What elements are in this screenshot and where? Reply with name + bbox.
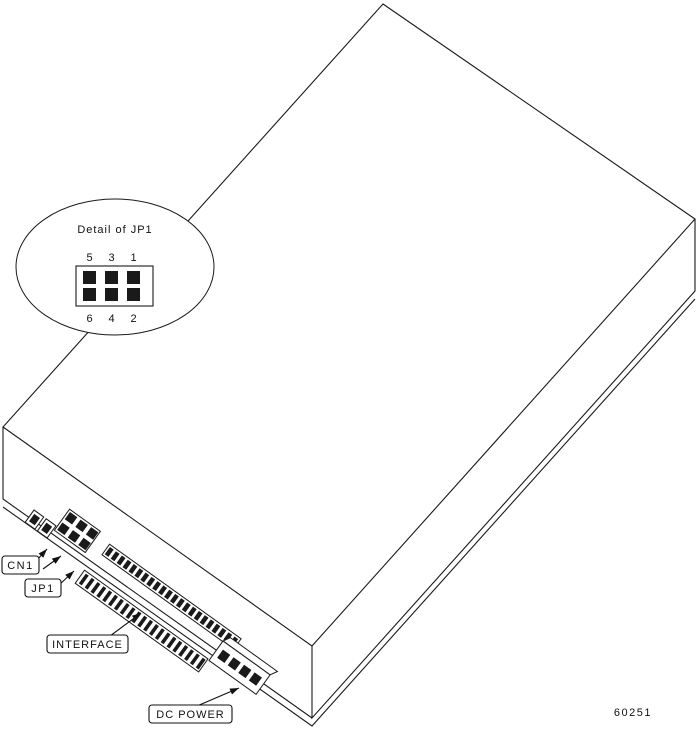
interface-label-box [46, 634, 129, 654]
jumper-block-detail [75, 265, 154, 307]
interface-label-text: INTERFACE [52, 639, 123, 651]
cn1-label-text: CN1 [7, 560, 34, 572]
pin-label-top-3: 3 [108, 252, 114, 264]
jp1-label-box [24, 578, 62, 598]
dc-power-arrowhead [229, 688, 239, 695]
jp1-label-text: JP1 [31, 583, 54, 595]
drive-bottom-plate-edge [2, 298, 696, 727]
dc-power-label: DC POWER [148, 687, 240, 724]
drive-right-face-edges [311, 219, 696, 720]
cn1-arrowhead-1 [38, 549, 47, 558]
jp1-detail-callout: Detail of JP1 5 3 1 6 4 2 [15, 198, 215, 336]
interface-connector [74, 543, 242, 673]
pin-label-bottom-2: 2 [130, 313, 136, 325]
interface-body [74, 569, 209, 673]
jp1-arrowhead [65, 571, 74, 580]
interface-label: INTERFACE [46, 612, 142, 654]
pin-label-top-5: 5 [86, 252, 92, 264]
dc-power-label-text: DC POWER [156, 709, 225, 721]
cn1-connector [24, 509, 57, 539]
cn1-label-box [1, 555, 40, 575]
jp1-label: JP1 [24, 570, 75, 598]
dc-power-connector [208, 637, 279, 696]
pin-label-bottom-4: 4 [108, 313, 114, 325]
jp1-connector [53, 508, 102, 554]
interface-arrowhead [131, 613, 141, 621]
dc-power-label-box [148, 704, 233, 724]
figure-number: 60251 [614, 707, 652, 719]
pin-label-bottom-6: 6 [86, 313, 92, 325]
interface-pin-row [101, 543, 242, 650]
drive-chassis [2, 3, 696, 727]
callout-ellipse [15, 198, 215, 336]
drive-front-face-edges [2, 427, 313, 719]
cn1-arrowhead-2 [51, 556, 61, 564]
callout-title: Detail of JP1 [77, 224, 152, 236]
pin-label-top-1: 1 [130, 252, 136, 264]
cn1-label: CN1 [1, 548, 62, 575]
